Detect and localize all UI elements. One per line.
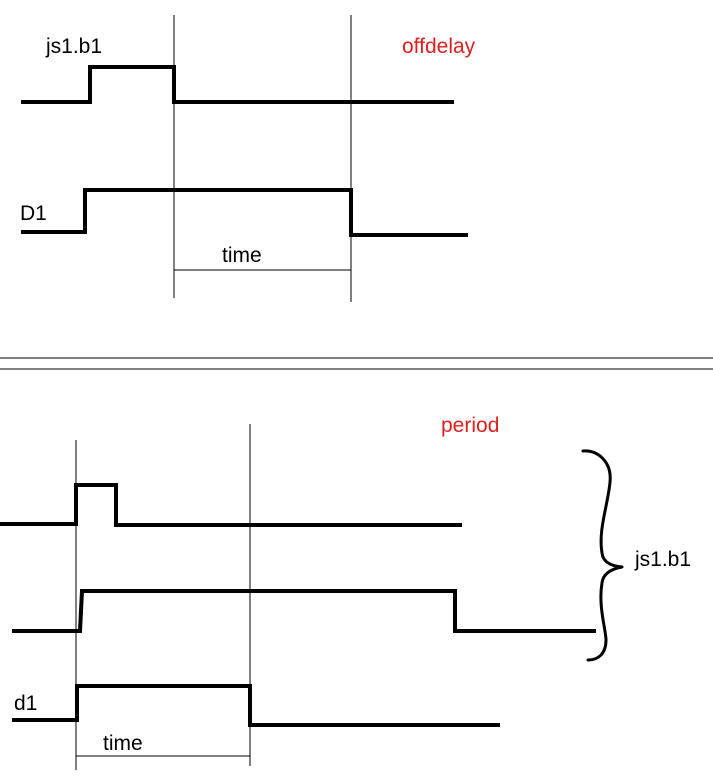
bottom-output-label: d1: [14, 692, 37, 715]
bottom-input-waveform-2: [12, 589, 596, 633]
top-time-label: time: [222, 244, 262, 267]
top-mode-label: offdelay: [402, 35, 476, 58]
top-input-label: js1.b1: [45, 35, 102, 58]
top-output-waveform: [21, 188, 468, 237]
bottom-mode-label: period: [441, 414, 499, 437]
bottom-time-label: time: [103, 732, 143, 755]
section-separator: [0, 357, 713, 370]
top-input-waveform: [21, 65, 454, 104]
top-output-label: D1: [20, 202, 47, 225]
offdelay-section: js1.b1 offdelay D1 time: [20, 15, 476, 302]
bottom-bracket-label: js1.b1: [634, 548, 691, 571]
bottom-output-waveform: [12, 684, 500, 727]
bracket-icon: [581, 449, 624, 662]
bottom-input-waveform-1: [0, 483, 462, 527]
period-section: period js1.b1 d1 time: [0, 414, 691, 770]
